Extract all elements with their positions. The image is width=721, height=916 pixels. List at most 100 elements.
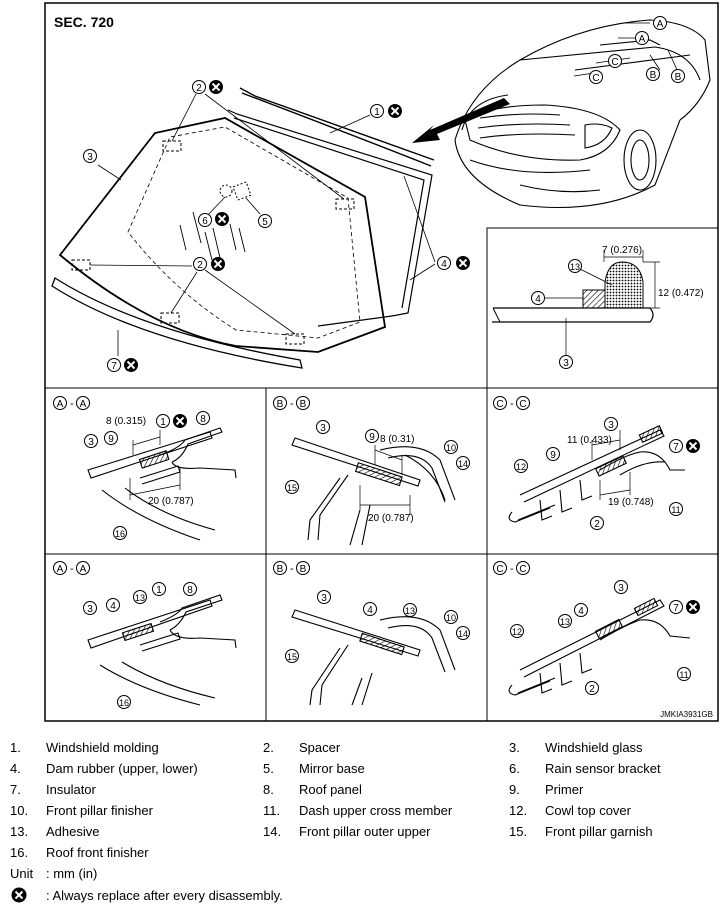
svg-text:9: 9 [550,450,556,461]
mirror-base [232,181,252,201]
callout-2-center: 2 [193,257,207,271]
svg-text:7: 7 [673,603,679,614]
callout-2-cc2: 2 [585,681,599,695]
callout-b-car-2: B [671,69,685,83]
section-cc-top-dims [591,430,631,500]
insulator-strip [51,277,303,369]
callout-3-cc2: 3 [614,580,628,594]
replace-icon [215,212,229,226]
svg-text:14: 14 [458,459,468,469]
adhesive-detail-box [486,227,719,389]
section-aa-top-dims [129,430,181,500]
section-label: SEC. 720 [54,14,114,30]
section-cc-top [508,424,685,523]
section-header-aa-2: A - A [53,561,90,575]
svg-text:2: 2 [197,260,203,271]
section-header-cc-2: C - C [493,561,530,575]
callout-12-cc2: 12 [510,624,524,638]
svg-text:3: 3 [321,593,327,604]
section-bb-bottom [291,609,456,706]
svg-text:2: 2 [594,519,600,530]
spacer [71,259,91,271]
svg-text:C: C [592,73,599,84]
callout-2-top: 2 [192,80,206,94]
svg-text:15: 15 [287,483,297,493]
svg-text:16: 16 [115,529,125,539]
replace-icon [209,80,223,94]
callout-3-detail: 3 [559,355,573,369]
svg-text:7: 7 [111,361,117,372]
svg-text:3: 3 [563,358,569,369]
svg-text:B: B [277,564,284,575]
svg-text:10: 10 [446,443,456,453]
bb-top-dim: 8 (0.31) [380,434,414,445]
svg-text:7: 7 [673,442,679,453]
spacer [285,333,305,345]
svg-text:13: 13 [405,606,415,616]
svg-text:1: 1 [374,107,380,118]
svg-text:13: 13 [135,593,145,603]
section-bb-top-dims [359,445,411,515]
replace-icon [124,358,138,372]
svg-text:6: 6 [202,216,208,227]
callout-12-cc: 12 [514,459,528,473]
section-header-bb-2: B - B [273,561,310,575]
svg-text:-: - [290,398,294,410]
svg-text:A: A [57,564,64,575]
svg-text:1: 1 [160,417,166,428]
svg-text:-: - [290,563,294,575]
callout-9-aa: 9 [104,431,118,445]
section-cc-bottom [508,597,691,696]
svg-text:C: C [519,399,526,410]
svg-text:B: B [277,399,284,410]
adhesive-width-dim: 7 (0.276) [602,245,642,256]
svg-text:10: 10 [446,613,456,623]
glass-reflection-lines [179,211,246,261]
svg-text:14: 14 [458,629,468,639]
callout-10-bb: 10 [444,440,458,454]
glass-print-boundary [127,126,361,339]
spacer [162,140,182,152]
svg-text:4: 4 [367,605,373,616]
svg-text:A: A [80,399,87,410]
svg-text:11: 11 [671,505,680,515]
spacer [160,312,180,324]
svg-text:3: 3 [87,152,93,163]
svg-text:-: - [70,398,74,410]
callout-c-car-2: C [589,70,603,84]
svg-text:-: - [70,563,74,575]
callout-4-main: 4 [437,256,451,270]
aa-top-dim: 8 (0.315) [106,416,146,427]
svg-text:A: A [80,564,87,575]
aa-bottom-dim: 20 (0.787) [148,496,194,507]
callout-3-bb2: 3 [317,590,331,604]
svg-text:9: 9 [108,434,114,445]
svg-text:16: 16 [119,698,129,708]
svg-text:3: 3 [88,437,94,448]
callout-c-car-1: C [608,54,622,68]
svg-text:2: 2 [196,83,202,94]
svg-text:-: - [510,563,514,575]
callout-16-aa: 16 [113,526,127,540]
callout-9-cc: 9 [546,447,560,461]
svg-text:C: C [496,564,503,575]
section-aa-top [87,427,237,541]
legend: 1.Windshield molding 2.Spacer 3.Windshie… [10,740,661,903]
callout-10-bb2: 10 [444,610,458,624]
section-aa-bottom [87,594,237,706]
svg-text:1: 1 [156,585,162,596]
svg-text:3: 3 [320,423,326,434]
callout-13-detail: 13 [568,259,582,273]
callout-14-bb2: 14 [456,626,470,640]
replace-icon [211,257,225,271]
leader-lines [89,93,436,356]
dam-rubber-frame [227,109,433,327]
svg-text:15: 15 [287,652,297,662]
svg-text:A: A [657,19,664,30]
svg-text:2: 2 [589,684,595,695]
svg-text:B: B [300,399,307,410]
car-illustration [454,19,711,209]
callout-15-bb: 15 [285,480,299,494]
windshield-molding [239,87,435,161]
callout-6-main: 6 [198,213,212,227]
